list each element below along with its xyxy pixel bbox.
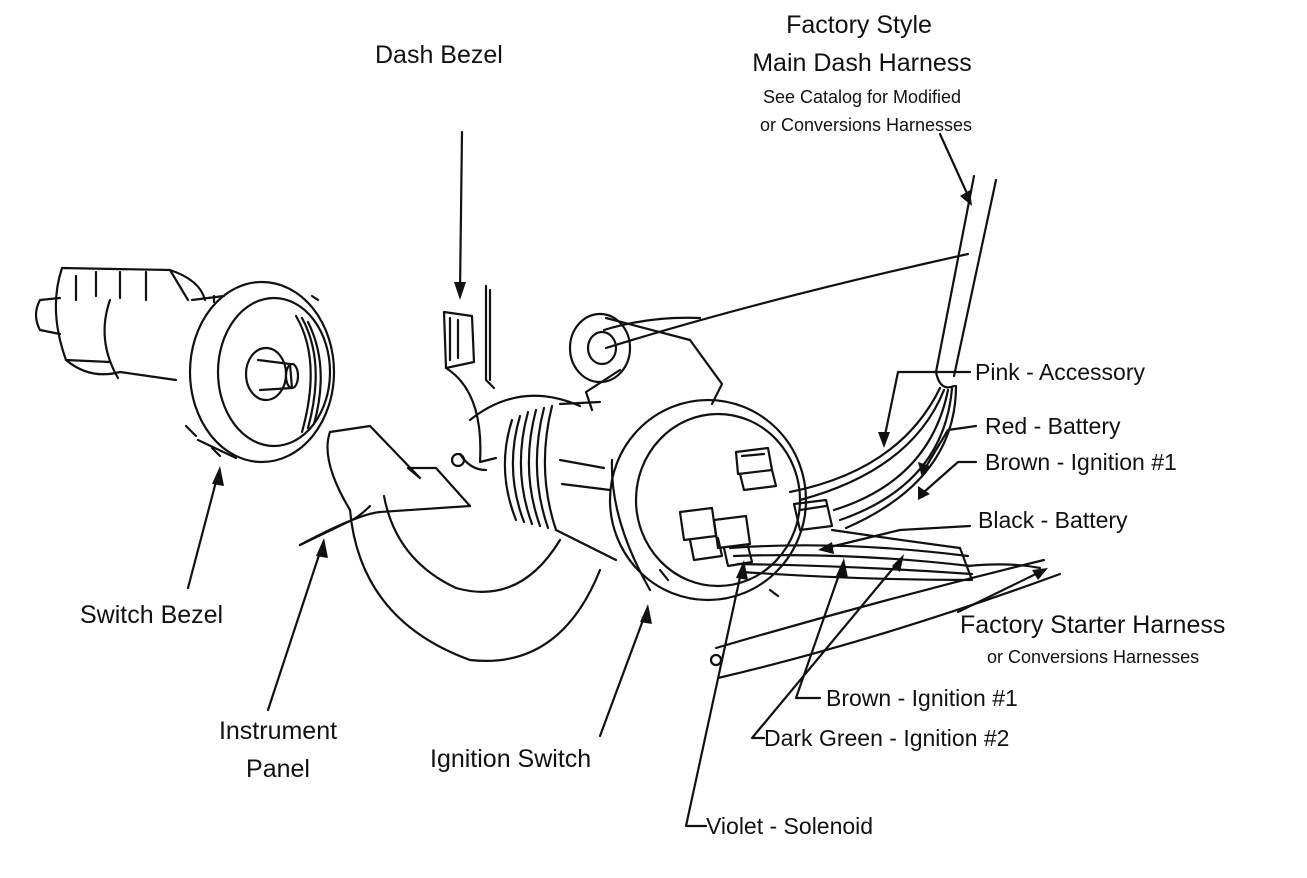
leader-lines <box>186 130 1048 828</box>
dash-bezel-label: Dash Bezel <box>375 41 503 69</box>
brown-ignition-top-label: Brown - Ignition #1 <box>985 449 1177 475</box>
harness-note-line-1: See Catalog for Modified <box>762 87 962 107</box>
brown-ignition-bottom-label: Brown - Ignition #1 <box>826 685 1018 711</box>
starter-harness-label-2: or Conversions Harnesses <box>987 647 1200 667</box>
harness-note-line-2: or Conversions Harnesses <box>759 115 973 135</box>
starter-harness-label-1: Factory Starter Harness <box>960 611 1226 639</box>
ignition-switch-drawing <box>503 312 834 667</box>
instrument-panel-label-1: Instrument <box>218 717 338 745</box>
main-dash-harness-drawing <box>604 174 998 530</box>
switch-bezel-label: Switch Bezel <box>80 601 224 629</box>
red-battery-label: Red - Battery <box>985 413 1121 439</box>
dark-green-ignition-label: Dark Green - Ignition #2 <box>764 725 1010 751</box>
switch-bezel-drawing <box>34 266 336 464</box>
harness-title-line-2: Main Dash Harness <box>752 49 972 77</box>
starter-harness-drawing <box>714 528 1062 680</box>
pink-accessory-label: Pink - Accessory <box>975 359 1145 385</box>
ignition-switch-label: Ignition Switch <box>430 745 592 773</box>
black-battery-label: Black - Battery <box>978 507 1128 533</box>
instrument-panel-label-2: Panel <box>246 755 310 783</box>
dash-bezel-drawing <box>442 284 582 472</box>
instrument-panel-drawing <box>298 424 602 662</box>
violet-solenoid-label: Violet - Solenoid <box>706 813 874 839</box>
harness-title-line-1: Factory Style <box>786 11 932 39</box>
